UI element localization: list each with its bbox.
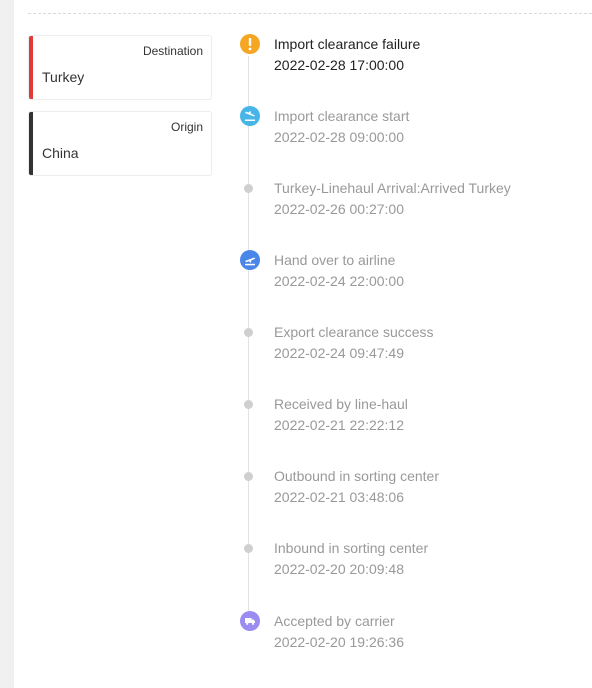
origin-country: China bbox=[42, 145, 79, 161]
timeline-event: Turkey-Linehaul Arrival:Arrived Turkey 2… bbox=[236, 178, 576, 226]
event-time: 2022-02-24 22:00:00 bbox=[274, 273, 404, 289]
origin-card: Origin China bbox=[28, 111, 212, 176]
event-time: 2022-02-21 22:22:12 bbox=[274, 417, 404, 433]
destination-card: Destination Turkey bbox=[28, 35, 212, 100]
warning-icon bbox=[240, 34, 260, 54]
destination-country: Turkey bbox=[42, 69, 85, 85]
timeline-event: Accepted by carrier 2022-02-20 19:26:36 bbox=[236, 611, 576, 659]
destination-label: Destination bbox=[142, 44, 203, 58]
dot-icon bbox=[244, 400, 253, 409]
plane-landing-icon bbox=[240, 106, 260, 126]
event-time: 2022-02-21 03:48:06 bbox=[274, 489, 404, 505]
event-time: 2022-02-20 20:09:48 bbox=[274, 561, 404, 577]
timeline-event: Export clearance success 2022-02-24 09:4… bbox=[236, 322, 576, 370]
divider bbox=[28, 13, 592, 14]
plane-takeoff-icon bbox=[240, 250, 260, 270]
timeline-line bbox=[248, 56, 249, 622]
event-time: 2022-02-26 00:27:00 bbox=[274, 201, 404, 217]
event-title: Received by line-haul bbox=[274, 396, 408, 412]
destination-accent-bar bbox=[29, 36, 33, 99]
dot-icon bbox=[244, 472, 253, 481]
timeline-event: Received by line-haul 2022-02-21 22:22:1… bbox=[236, 394, 576, 442]
event-title: Hand over to airline bbox=[274, 252, 396, 268]
dot-icon bbox=[244, 544, 253, 553]
event-time: 2022-02-20 19:26:36 bbox=[274, 634, 404, 650]
event-time: 2022-02-28 09:00:00 bbox=[274, 129, 404, 145]
timeline-event: Import clearance failure 2022-02-28 17:0… bbox=[236, 34, 576, 82]
event-title: Outbound in sorting center bbox=[274, 468, 439, 484]
event-title: Turkey-Linehaul Arrival:Arrived Turkey bbox=[274, 180, 511, 196]
origin-label: Origin bbox=[170, 120, 203, 134]
event-title: Import clearance failure bbox=[274, 36, 421, 52]
timeline-event: Hand over to airline 2022-02-24 22:00:00 bbox=[236, 250, 576, 298]
event-title: Inbound in sorting center bbox=[274, 540, 429, 556]
timeline-event: Inbound in sorting center 2022-02-20 20:… bbox=[236, 538, 576, 586]
event-title: Accepted by carrier bbox=[274, 613, 395, 629]
origin-accent-bar bbox=[29, 112, 33, 175]
timeline-event: Outbound in sorting center 2022-02-21 03… bbox=[236, 466, 576, 514]
timeline-event: Import clearance start 2022-02-28 09:00:… bbox=[236, 106, 576, 154]
dot-icon bbox=[244, 184, 253, 193]
truck-icon bbox=[240, 611, 260, 631]
event-title: Import clearance start bbox=[274, 108, 410, 124]
event-title: Export clearance success bbox=[274, 324, 434, 340]
dot-icon bbox=[244, 328, 253, 337]
event-time: 2022-02-24 09:47:49 bbox=[274, 345, 404, 361]
event-time: 2022-02-28 17:00:00 bbox=[274, 57, 404, 73]
